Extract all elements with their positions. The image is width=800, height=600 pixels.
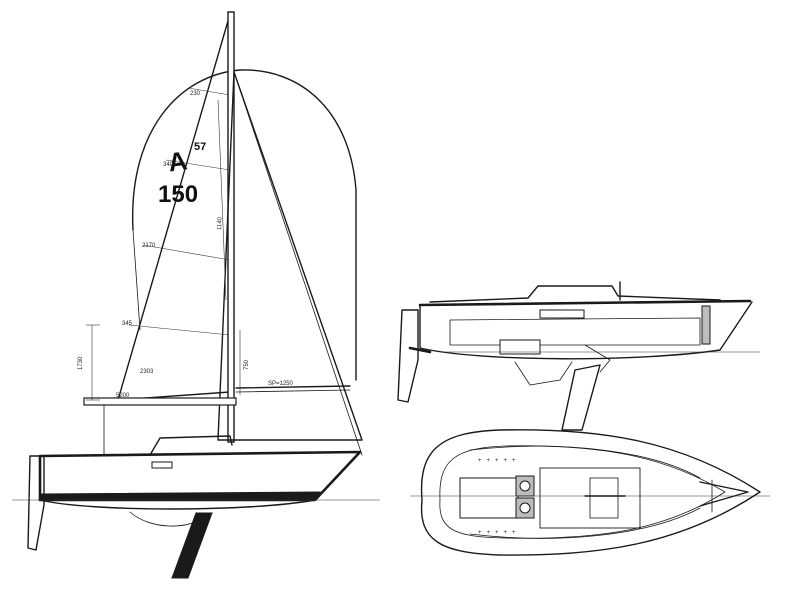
dim-mast-right: 750	[244, 359, 250, 370]
mainsail-batten-4	[128, 324, 231, 336]
deck-cross-marks-2: + + + + +	[478, 530, 516, 536]
rudder	[27, 455, 45, 551]
dim-mid-upper: 2170	[142, 243, 156, 249]
dim-vert-left: 1730	[78, 356, 84, 370]
class-number: 57	[194, 141, 206, 153]
class-letter: A	[166, 145, 189, 177]
keel-fairing	[129, 511, 206, 527]
jib	[217, 71, 363, 441]
inboard-profile	[397, 281, 760, 431]
dim-clew: 2303	[140, 369, 154, 375]
deck-side-port	[469, 445, 701, 479]
spinnaker-pole	[235, 385, 351, 389]
profile-bulkhead	[701, 305, 711, 345]
portlight	[151, 461, 173, 469]
sheer-stripe	[39, 491, 321, 501]
deck-winch-1	[519, 480, 531, 492]
profile-transom	[408, 346, 432, 354]
profile-rudder	[397, 309, 419, 403]
deck-plan: + + + + + + + + + +	[410, 429, 770, 556]
deck-cabin	[539, 467, 641, 529]
cabin-top	[149, 435, 233, 456]
profile-window	[539, 309, 585, 319]
deck-inner-outline	[439, 445, 726, 539]
dim-upper: 1140	[217, 216, 223, 230]
mast	[227, 11, 235, 443]
dim-mid: 340	[163, 162, 174, 168]
profile-deck	[418, 299, 752, 307]
profile-hull	[419, 301, 753, 360]
spinnaker-outline	[132, 69, 357, 381]
jib-leech-dim	[217, 99, 227, 301]
profile-centerboard	[584, 344, 611, 373]
profile-coachroof	[429, 285, 721, 303]
sail-number: 150	[158, 181, 198, 208]
dim-spin: SP=1250	[268, 381, 294, 387]
mainsail-batten-2	[165, 159, 231, 171]
forestay	[233, 71, 363, 456]
deck-cockpit	[459, 477, 519, 519]
dim-lower: 345	[122, 321, 133, 327]
mainsail-batten-3	[142, 244, 231, 261]
hull-bottom	[39, 499, 316, 510]
deck-cross-marks: + + + + +	[478, 458, 516, 464]
deck-forehatch	[589, 477, 619, 519]
dim-foot: 5200	[116, 393, 130, 399]
deck-side-stbd	[469, 507, 701, 539]
profile-keel	[561, 364, 601, 431]
mainsail-batten-1	[187, 87, 231, 96]
keel-fin	[171, 512, 213, 579]
deck-winch-2	[519, 502, 531, 514]
profile-keel-bulb	[514, 361, 573, 386]
profile-cabin-interior	[449, 317, 701, 346]
deck-bow	[699, 481, 749, 507]
sail-plan: A 57 150 230 1140 2170 340 345 2303 5200…	[12, 11, 380, 579]
spinnaker-luff	[132, 229, 141, 331]
spinnaker-pole-b	[235, 389, 351, 393]
boom	[83, 397, 237, 406]
deck-outline	[420, 429, 761, 556]
profile-berth	[499, 339, 541, 355]
dim-head: 230	[190, 91, 201, 97]
